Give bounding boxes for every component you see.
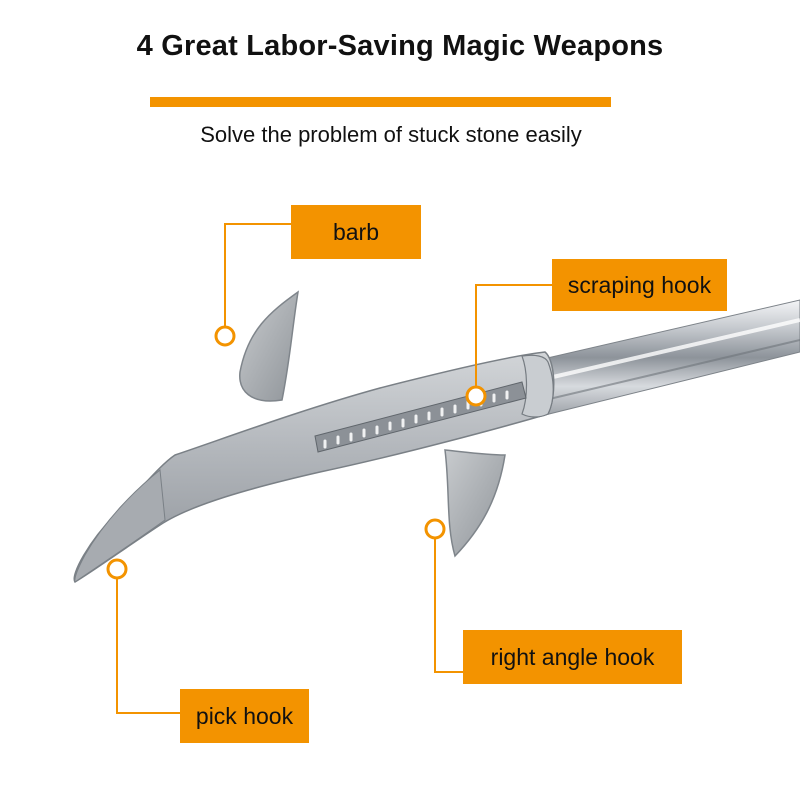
right-angle-hook-leader-line xyxy=(434,538,463,673)
scraping-hook-leader-line xyxy=(475,284,552,387)
right-angle-hook-callout-dot xyxy=(424,518,446,540)
upper-barb-blade xyxy=(239,290,300,402)
barb-leader-line xyxy=(224,223,291,327)
label-pick-hook: pick hook xyxy=(180,689,309,743)
pick-hook-leader-line xyxy=(116,577,180,714)
barb-callout-dot xyxy=(214,325,236,347)
label-right-angle-hook: right angle hook xyxy=(463,630,682,684)
label-scraping-hook: scraping hook xyxy=(552,259,727,311)
page-subtitle: Solve the problem of stuck stone easily xyxy=(200,122,582,147)
pick-hook-tip xyxy=(74,469,166,583)
collar-ring xyxy=(521,354,554,418)
title-underline-bar xyxy=(150,97,611,107)
page-title: 4 Great Labor-Saving Magic Weapons xyxy=(136,30,664,62)
scraping-hook-callout-dot xyxy=(465,385,487,407)
right-angle-hook-blade xyxy=(444,449,506,558)
chrome-rod xyxy=(529,299,800,416)
label-barb: barb xyxy=(291,205,421,259)
pick-hook-callout-dot xyxy=(106,558,128,580)
